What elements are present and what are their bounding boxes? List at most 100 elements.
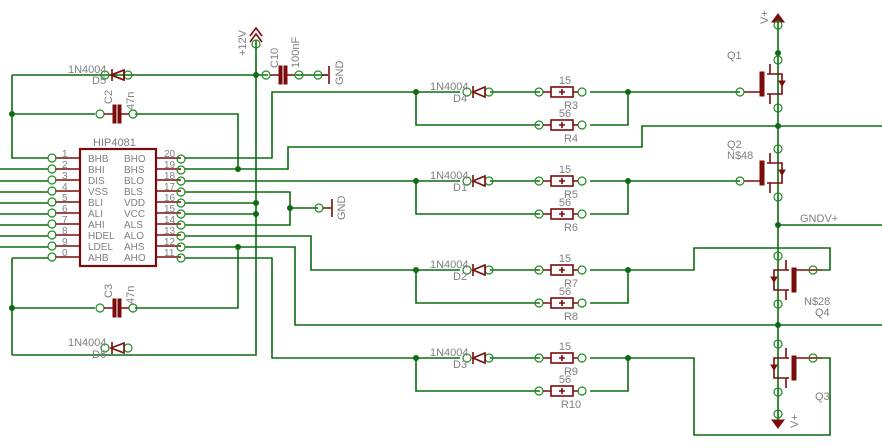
pad[interactable] <box>176 220 186 230</box>
c2-value: 47n <box>125 92 137 110</box>
resistor-body <box>550 86 574 98</box>
pad[interactable] <box>47 219 57 229</box>
pad[interactable] <box>47 186 57 196</box>
pad <box>577 298 587 308</box>
ic-pin-number: 20 <box>164 149 176 160</box>
pad[interactable] <box>47 252 57 262</box>
r6-ref: R6 <box>564 222 578 234</box>
ic-pin-name: ALI <box>88 209 103 220</box>
ic-pin-number: 15 <box>164 204 176 215</box>
vplus-bottom-label: V+ <box>789 414 801 428</box>
capacitor-c10-plate <box>278 65 283 85</box>
pad[interactable] <box>176 165 186 175</box>
gnd-ic-symbol <box>323 199 333 217</box>
pad <box>577 353 587 363</box>
r7-ref: R7 <box>564 278 578 290</box>
pad[interactable] <box>47 197 57 207</box>
pad[interactable] <box>47 241 57 251</box>
resistor-plus <box>559 267 565 273</box>
junctions <box>9 50 781 361</box>
wire-pin17 <box>185 191 291 226</box>
capacitor-c2-plate <box>112 104 117 124</box>
diode-d6[interactable]: 1N4004 D6 <box>68 337 133 361</box>
supply-gnd-ic: GND <box>314 196 348 220</box>
d5-ref: D5 <box>92 75 106 87</box>
mosfet-body <box>744 64 783 104</box>
r6-value: 56 <box>559 197 571 209</box>
capacitor-c10[interactable]: C10 100nF <box>261 37 304 85</box>
gnd-c10-symbol <box>322 66 330 84</box>
mosfet-q1[interactable]: Q1 <box>727 50 786 113</box>
ic-pin-number: 19 <box>164 160 176 171</box>
diode-symbol <box>470 174 486 188</box>
ic-pin-number: 6 <box>62 204 68 215</box>
pad[interactable] <box>176 187 186 197</box>
ic-pin-number: 16 <box>164 193 176 204</box>
wire-c2-line <box>12 113 239 169</box>
mosfet-q2[interactable]: Q2 N$48 <box>727 139 786 202</box>
pad <box>95 303 105 313</box>
mosfet-diode <box>778 80 786 87</box>
ic-pin-name: AHB <box>88 253 109 264</box>
pad[interactable] <box>176 253 186 263</box>
resistor-body <box>550 175 574 187</box>
vplus-top-arrow <box>771 13 785 23</box>
pad[interactable] <box>47 164 57 174</box>
capacitor-c2[interactable]: C2 47n <box>95 90 138 124</box>
d2-value: 1N4004 <box>430 259 469 271</box>
resistor-body <box>550 264 574 276</box>
d1-value: 1N4004 <box>430 170 469 182</box>
pad[interactable] <box>176 176 186 186</box>
capacitor-c2-plate <box>117 104 122 124</box>
ic-pin-number: 3 <box>62 171 68 182</box>
pad[interactable] <box>176 209 186 219</box>
ic-pin-number: 12 <box>164 237 176 248</box>
capacitor-c3[interactable]: C3 47n <box>95 284 138 318</box>
pad[interactable] <box>176 154 186 164</box>
junction <box>775 123 781 129</box>
c3-value: 47n <box>125 286 137 304</box>
mosfet-q3[interactable]: Q3 <box>770 339 830 403</box>
pad[interactable] <box>176 242 186 252</box>
wire-c3-line <box>12 247 239 309</box>
r5-value: 15 <box>559 164 571 176</box>
pad[interactable] <box>176 231 186 241</box>
pad <box>773 251 783 261</box>
mosfet-q4[interactable]: N$28 Q4 <box>770 251 830 319</box>
junction <box>413 267 419 273</box>
diode-symbol <box>470 351 486 365</box>
capacitor-c3-plate <box>117 298 122 318</box>
wire-net3 <box>415 247 831 304</box>
ic-pin-name: BLO <box>124 176 144 187</box>
ic-pin-name: VDD <box>124 198 145 209</box>
junction <box>235 244 241 250</box>
ic-pin-number: 4 <box>62 182 68 193</box>
pad[interactable] <box>47 230 57 240</box>
pad <box>773 20 783 30</box>
pad[interactable] <box>47 175 57 185</box>
ic-pin-number: 11 <box>164 248 175 259</box>
resistor-body <box>550 208 574 220</box>
ic-pin-name: ALS <box>124 220 143 231</box>
resistor-body <box>550 385 574 397</box>
pad[interactable] <box>176 198 186 208</box>
c2-ref: C2 <box>103 90 115 104</box>
pad[interactable] <box>47 153 57 163</box>
pad[interactable] <box>47 208 57 218</box>
supply-12v: +12V <box>237 26 263 56</box>
diode-d5[interactable]: 1N4004 D5 <box>68 64 133 87</box>
